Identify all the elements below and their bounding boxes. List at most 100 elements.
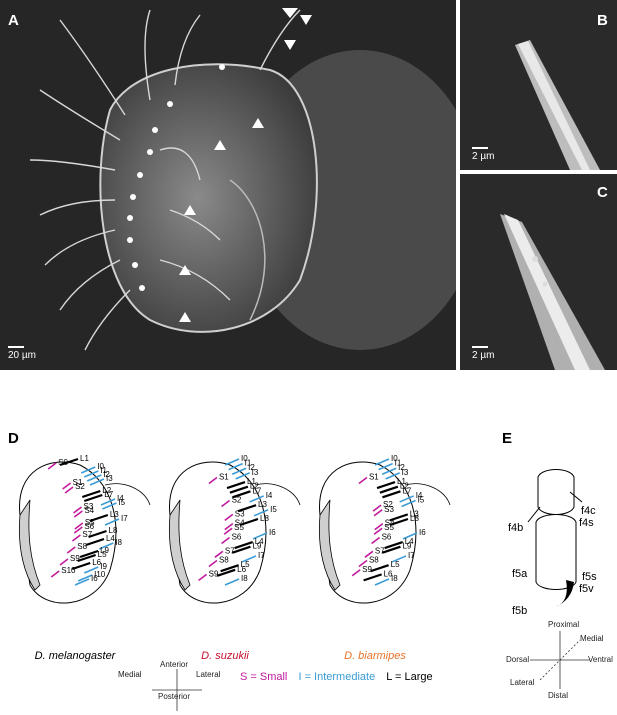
bristle-label: S7 xyxy=(82,530,92,539)
bristle-label: S3 xyxy=(84,502,94,511)
bristle-label: I3 xyxy=(252,468,259,477)
bristle-mark xyxy=(241,555,257,563)
sem-panel-c: C 2 µm xyxy=(460,174,617,370)
sem-panel-b: B 2 µm xyxy=(460,0,617,170)
bristle-label: S2 xyxy=(383,500,393,509)
legend-small: S = Small xyxy=(240,671,288,683)
scale-text-b: 2 µm xyxy=(472,151,495,162)
bristle-mark xyxy=(66,546,76,554)
bristle-label: I8 xyxy=(115,538,122,547)
bristle-mark xyxy=(77,574,93,582)
bristle-mark xyxy=(402,532,418,540)
bristle-mark xyxy=(371,536,381,545)
bristle-label: L6 xyxy=(237,565,246,574)
bristle-mark xyxy=(364,550,374,558)
bristle-label: S2 xyxy=(232,496,242,505)
bristle-mark xyxy=(208,559,218,568)
bristle-mark xyxy=(381,467,397,475)
bristle-label: S10 xyxy=(61,566,76,575)
bristle-label: S1 xyxy=(219,472,229,481)
bristle-mark xyxy=(83,470,99,478)
bristle-label: L8 xyxy=(410,514,419,523)
bristle-label: L9 xyxy=(402,542,411,551)
bristle-mark xyxy=(249,495,265,503)
scale-text-a: 20 µm xyxy=(8,350,36,361)
bristle-mark xyxy=(252,532,268,540)
bristle-label: L3 xyxy=(258,500,267,509)
bristle-mark xyxy=(80,466,96,474)
panel-label-b: B xyxy=(597,12,608,29)
leg-label-f5s: f5s xyxy=(582,571,597,583)
bristle-mark xyxy=(73,526,83,534)
leg-label-f5a: f5a xyxy=(512,568,528,580)
bristle-mark xyxy=(71,534,81,542)
bristle-mark xyxy=(83,493,103,503)
bristle-mark xyxy=(221,499,231,508)
bristle-mark xyxy=(232,545,251,554)
bristle-label: S7 xyxy=(225,546,235,555)
bristle-label: I8 xyxy=(391,574,398,583)
bristle-label: I3 xyxy=(106,474,113,483)
bristle-label: S1 xyxy=(73,478,83,487)
bristle-mark xyxy=(104,518,120,526)
bristle-label: I10 xyxy=(94,570,106,579)
sem-image-a xyxy=(0,0,456,370)
bristle-label: I7 xyxy=(258,551,265,560)
bristle-mark xyxy=(373,509,383,517)
bristle-label: L8 xyxy=(260,514,269,523)
bristle-mark xyxy=(399,495,415,503)
bristle-mark xyxy=(224,458,240,466)
bristle-mark xyxy=(235,472,250,480)
sem-image-c xyxy=(460,174,617,370)
bristle-label: L5 xyxy=(241,560,250,569)
bristle-label: S7 xyxy=(375,546,385,555)
legend-intermediate: I = Intermediate xyxy=(298,671,376,683)
bristle-label: S8 xyxy=(219,556,229,565)
sem-panel-a: A 20 µm xyxy=(0,0,456,370)
bristle-label: S6 xyxy=(382,532,392,541)
tarsus-shading xyxy=(318,499,341,591)
bristle-mark xyxy=(374,522,384,531)
bristle-label: I0 xyxy=(241,454,248,463)
bristle-mark xyxy=(229,485,249,494)
bristle-mark xyxy=(89,513,109,523)
compass-posterior: Posterior xyxy=(158,692,191,701)
bristle-mark xyxy=(59,457,79,467)
bristle-label: S9 xyxy=(70,554,80,563)
bristle-mark xyxy=(373,527,383,535)
bristle-label: S6 xyxy=(84,522,94,531)
bristle-label: S5 xyxy=(234,523,244,532)
bristle-mark xyxy=(231,467,247,475)
tibia-edge xyxy=(404,483,451,506)
scale-bar-c: 2 µm xyxy=(472,346,494,361)
bristle-mark xyxy=(85,537,105,547)
bristle-label: L4 xyxy=(405,537,414,546)
bristle-label: L3 xyxy=(410,509,419,518)
compass-proximal: Proximal xyxy=(548,620,580,629)
panel-label-d: D xyxy=(8,430,19,447)
bristle-label: S4 xyxy=(235,519,245,528)
bristle-label: S4 xyxy=(84,506,94,515)
bristle-mark xyxy=(73,510,83,518)
bristle-label: S1 xyxy=(369,472,379,481)
bristle-mark xyxy=(102,502,117,510)
bristle-mark xyxy=(385,472,400,480)
diagram-biarmipes: I0I1I2I3S1L1L2L7I4I5S2S3L3L8S4S5I6S6L4L9… xyxy=(318,454,451,604)
bristle-mark xyxy=(74,522,84,530)
bristle-mark xyxy=(221,536,231,545)
bristle-label: S8 xyxy=(77,542,87,551)
species-label-suzukii: D. suzukii xyxy=(201,650,249,662)
bristle-mark xyxy=(98,542,114,550)
tibia-edge xyxy=(254,483,301,506)
bristle-label: L6 xyxy=(384,569,393,578)
bristle-label: I1 xyxy=(245,459,252,468)
bristle-mark xyxy=(79,549,99,559)
bristle-label: I6 xyxy=(91,574,98,583)
bristle-label: S2 xyxy=(75,482,85,491)
bristle-mark xyxy=(77,553,96,563)
compass-lateral-e: Lateral xyxy=(510,678,535,687)
bristle-mark xyxy=(384,541,404,550)
bristle-label: L5 xyxy=(391,560,400,569)
panel-label-a: A xyxy=(8,12,19,29)
